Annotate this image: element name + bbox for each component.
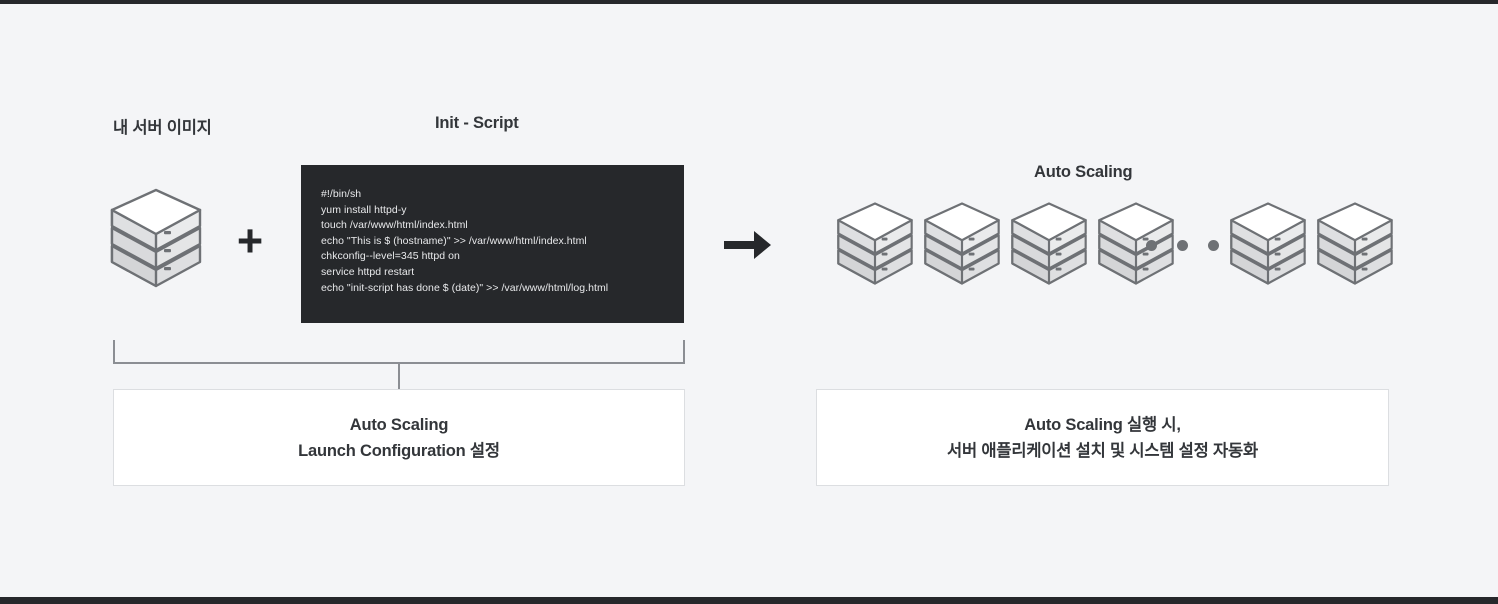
server-stack-icon-5 xyxy=(1228,200,1324,304)
code-line: chkconfig--level=345 httpd on xyxy=(321,250,460,263)
ellipsis-dot xyxy=(1146,240,1157,251)
server-stack-icon-2 xyxy=(922,200,1018,304)
info-box-line-1: Auto Scaling 실행 시, xyxy=(1024,415,1181,434)
info-box-line-2: Launch Configuration 설정 xyxy=(298,441,500,460)
server-stack-icon-6 xyxy=(1315,200,1411,304)
code-line: #!/bin/sh xyxy=(321,188,362,200)
ellipsis-dots xyxy=(1146,240,1219,251)
right-arrow-icon xyxy=(724,228,772,262)
code-line: yum install httpd-y xyxy=(321,203,407,216)
auto-scaling-info-box: Auto Scaling 실행 시, 서버 애플리케이션 설치 및 시스템 설정… xyxy=(816,389,1389,486)
init-script-code-block: #!/bin/sh yum install httpd-y touch /var… xyxy=(301,165,684,323)
code-line: echo "This is $ (hostname)" >> /var/www/… xyxy=(321,234,587,247)
auto-scaling-label: Auto Scaling xyxy=(1034,163,1133,181)
init-script-label: Init - Script xyxy=(435,114,519,132)
server-stack-icon-1 xyxy=(835,200,931,304)
ellipsis-dot xyxy=(1177,240,1188,251)
bottom-edge-bar xyxy=(0,597,1498,604)
code-line: echo "init-script has done $ (date)" >> … xyxy=(321,281,609,294)
plus-icon: + xyxy=(236,215,264,266)
bracket-left-stub xyxy=(113,340,115,363)
server-stack-icon-3 xyxy=(1009,200,1105,304)
launch-configuration-info-box: Auto Scaling Launch Configuration 설정 xyxy=(113,389,685,486)
code-line: service httpd restart xyxy=(321,265,415,278)
code-line: touch /var/www/html/index.html xyxy=(321,219,468,232)
info-box-line-1: Auto Scaling xyxy=(349,415,449,434)
server-stack-icon-4 xyxy=(1096,200,1192,304)
bracket-connector xyxy=(113,340,685,364)
info-box-line-2: 서버 애플리케이션 설치 및 시스템 설정 자동화 xyxy=(947,441,1258,460)
top-edge-bar xyxy=(0,0,1498,4)
ellipsis-dot xyxy=(1208,240,1219,251)
bracket-drop-line xyxy=(398,362,400,390)
bracket-right-stub xyxy=(683,340,685,363)
my-server-image-label: 내 서버 이미지 xyxy=(113,119,212,137)
server-stack-icon-source xyxy=(108,186,204,290)
